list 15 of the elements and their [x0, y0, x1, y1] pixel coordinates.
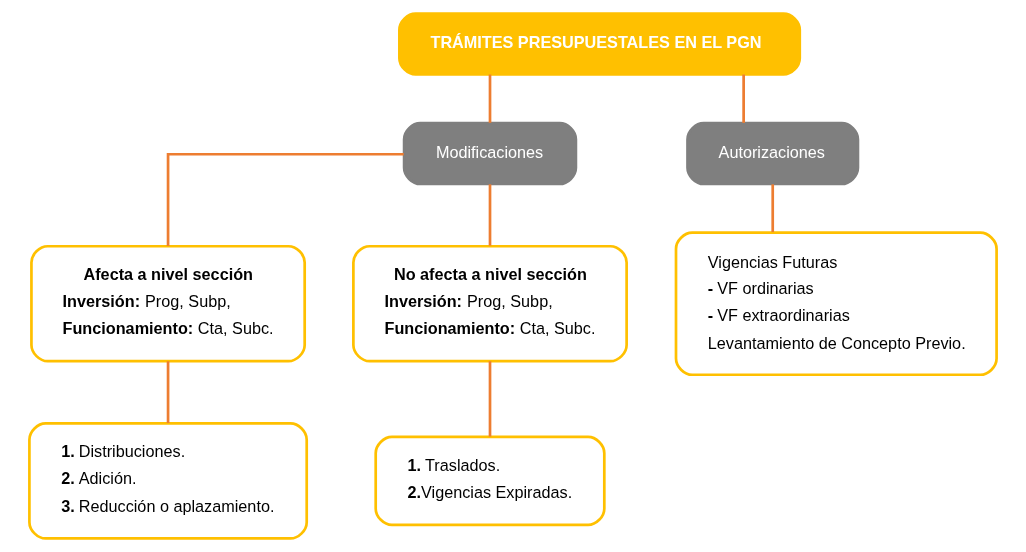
- node-box: 1. Traslados. 2.Vigencias Expiradas.: [374, 435, 606, 527]
- node-box: Vigencias Futuras - VF ordinarias - VF extraordinarias Levantamiento de Concepto Previo.: [674, 231, 998, 377]
- connector: [742, 74, 745, 123]
- connector: [488, 361, 492, 437]
- node-box: 1. Distribuciones. 2. Adición. 3. Reducción o aplazamiento.: [28, 422, 309, 540]
- connector: [166, 152, 404, 246]
- connector: [488, 184, 492, 246]
- connector: [488, 74, 492, 123]
- node-box: TRÁMITES PRESUPUESTALES EN EL PGN: [398, 12, 802, 76]
- node-box: No afecta a nivel sección Inversión: Prog, Subp, Funcionamiento: Cta, Subc.: [352, 244, 628, 363]
- node-box: Autorizaciones: [686, 121, 860, 186]
- node-box: Modificaciones: [402, 121, 578, 186]
- node-box: Afecta a nivel sección Inversión: Prog, Subp, Funcionamiento: Cta, Subc.: [30, 244, 307, 363]
- connector: [771, 184, 775, 233]
- connector: [166, 361, 170, 424]
